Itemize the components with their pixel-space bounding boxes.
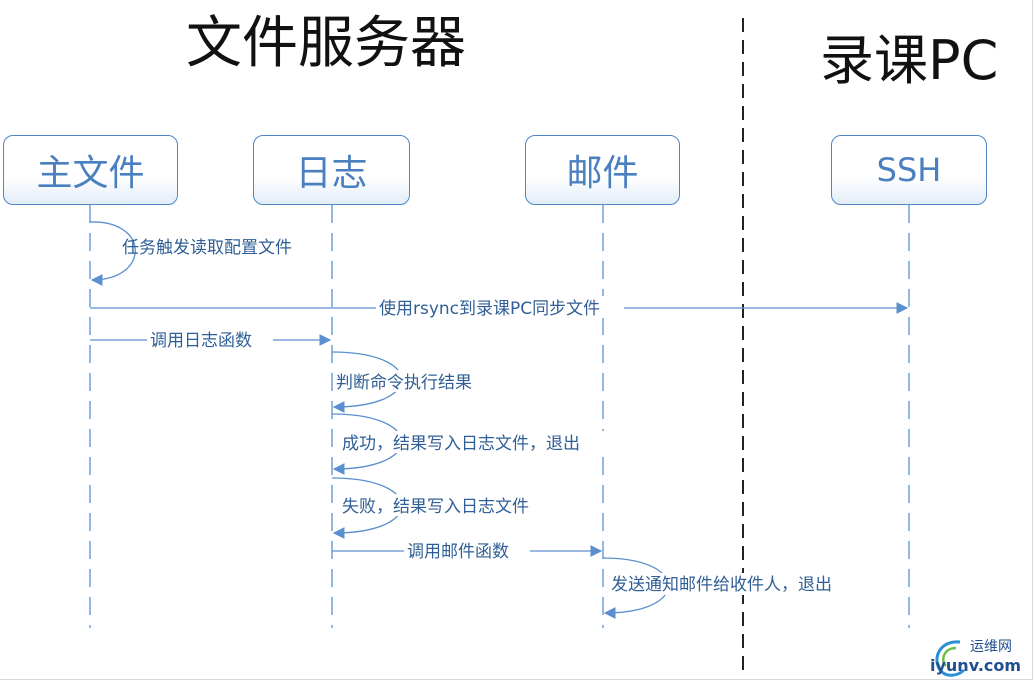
message-failure-label: 失败，结果写入日志文件 [342, 497, 529, 517]
message-notify-label: 发送通知邮件给收件人，退出 [611, 575, 832, 595]
recording-pc-title: 录课PC [820, 29, 999, 92]
message-call-mail-label-bg [404, 539, 530, 561]
message-read-config-arrow [89, 221, 136, 286]
file-server-title: 文件服务器 [186, 11, 466, 76]
message-call-log-label-bg [147, 328, 273, 350]
actor-log: 日志 [253, 135, 410, 205]
actor-mail: 邮件 [525, 135, 680, 205]
message-rsync-label-bg [376, 296, 624, 318]
message-call-mail-label: 调用邮件函数 [407, 542, 509, 562]
message-call-log-label: 调用日志函数 [150, 331, 252, 351]
actor-ssh: SSH [831, 135, 987, 205]
site-watermark: 运维网 iyunv.com [930, 636, 1030, 678]
message-failure-label-bg [338, 494, 564, 516]
message-notify-label-bg [608, 573, 870, 595]
watermark-logo-icon [935, 640, 966, 677]
message-check-result-label: 判断命令执行结果 [336, 373, 472, 393]
actor-main-file: 主文件 [3, 135, 178, 205]
watermark-text-cn: 运维网 [970, 639, 1012, 655]
message-rsync-label: 使用rsync到录课PC同步文件 [379, 298, 600, 319]
watermark-text-en: iyunv.com [930, 656, 1022, 675]
message-success-label-bg [338, 431, 624, 453]
message-read-config-label: 任务触发读取配置文件 [122, 238, 292, 258]
message-success-label: 成功，结果写入日志文件，退出 [342, 434, 580, 454]
message-check-result-label-bg [334, 370, 496, 392]
